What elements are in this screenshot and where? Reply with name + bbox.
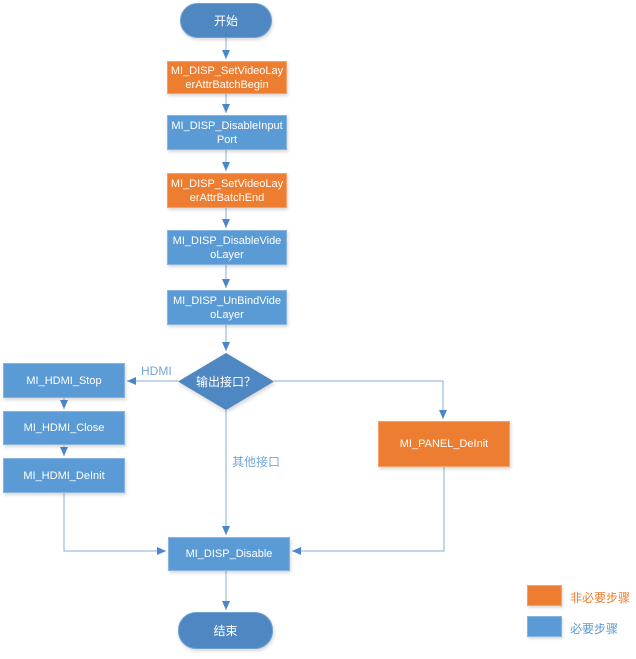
edge-label-other-interface: 其他接口 (232, 455, 281, 469)
legend-swatch-required-step (527, 616, 562, 637)
step-panel-deinit: MI_PANEL_DeInit (378, 421, 510, 467)
step-hdmi-close: MI_HDMI_Close (3, 411, 125, 445)
legend-label-optional-step: 非必要步骤 (570, 591, 631, 605)
start-terminal: 开始 (180, 3, 272, 38)
end-terminal: 结束 (178, 612, 273, 649)
step-set-videolayer-attr-batch-begin: MI_DISP_SetVideoLayerAttrBatchBegin (167, 61, 287, 94)
step-hdmi-deinit: MI_HDMI_DeInit (3, 458, 125, 493)
step-set-videolayer-attr-batch-end: MI_DISP_SetVideoLayerAttrBatchEnd (167, 173, 287, 208)
legend-label-required-step: 必要步骤 (570, 622, 619, 636)
legend-swatch-optional-step (527, 585, 562, 606)
decision-output-interface: 输出接口？ (178, 353, 274, 410)
edge-label-hdmi: HDMI (141, 364, 172, 378)
step-disable-input-port: MI_DISP_DisableInputPort (167, 115, 287, 150)
step-unbind-video-layer: MI_DISP_UnBindVideoLayer (167, 290, 287, 325)
step-disp-disable: MI_DISP_Disable (168, 537, 290, 571)
decision-output-interface-label: 输出接口？ (178, 353, 274, 410)
step-hdmi-stop: MI_HDMI_Stop (3, 363, 125, 398)
step-disable-video-layer: MI_DISP_DisableVideoLayer (167, 230, 287, 265)
